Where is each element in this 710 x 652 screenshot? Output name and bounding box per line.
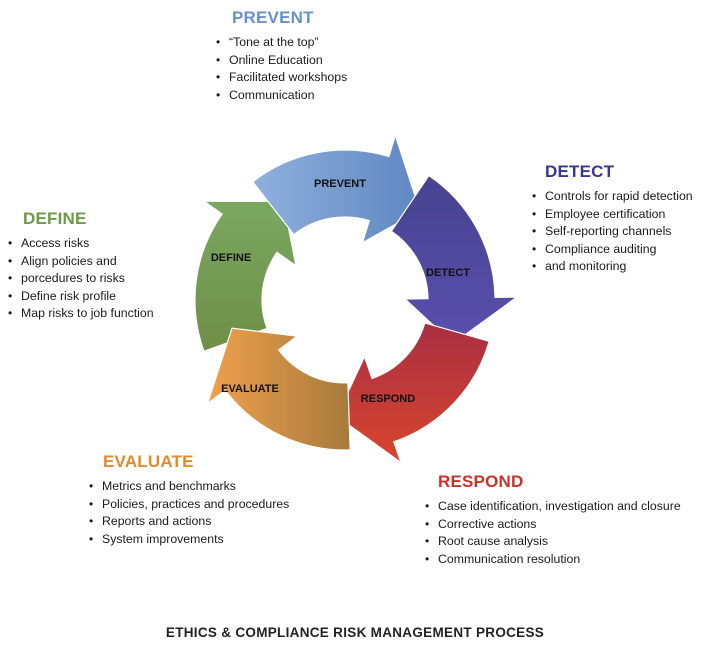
evaluate-item: Metrics and benchmarks — [88, 478, 289, 496]
prevent-item: Communication — [215, 87, 347, 105]
detect-arrow-label: DETECT — [426, 267, 470, 279]
detect-list: Controls for rapid detection Employee ce… — [531, 188, 693, 276]
define-list: Access risks Align policies and porcedur… — [7, 235, 154, 323]
respond-item: Corrective actions — [424, 516, 681, 534]
detect-heading: DETECT — [545, 162, 615, 181]
detect-item: Employee certification — [531, 206, 693, 224]
evaluate-list: Metrics and benchmarks Policies, practic… — [88, 478, 289, 548]
define-arrow — [194, 200, 297, 353]
prevent-arrow — [251, 133, 421, 244]
respond-arrow-label: RESPOND — [361, 393, 415, 405]
respond-section: RESPOND Case identification, investigati… — [424, 472, 681, 568]
prevent-item: “Tone at the top” — [215, 34, 347, 52]
define-arrow-label: DEFINE — [211, 252, 251, 264]
diagram-title: ETHICS & COMPLIANCE RISK MANAGEMENT PROC… — [165, 625, 545, 640]
prevent-list: “Tone at the top” Online Education Facil… — [215, 34, 347, 104]
evaluate-arrow-label: EVALUATE — [221, 383, 279, 395]
detect-item: Compliance auditing — [531, 241, 693, 259]
prevent-arrow-label: PREVENT — [314, 178, 366, 190]
evaluate-arrow — [206, 327, 351, 451]
respond-item: Root cause analysis — [424, 533, 681, 551]
define-item: Access risks — [7, 235, 154, 253]
prevent-heading: PREVENT — [232, 8, 314, 27]
prevent-section: PREVENT “Tone at the top” Online Educati… — [215, 8, 347, 104]
prevent-item: Facilitated workshops — [215, 69, 347, 87]
define-heading: DEFINE — [23, 209, 87, 228]
prevent-item: Online Education — [215, 52, 347, 70]
evaluate-item: Policies, practices and procedures — [88, 496, 289, 514]
detect-section: DETECT Controls for rapid detection Empl… — [531, 162, 693, 276]
define-item: Define risk profile — [7, 288, 154, 306]
respond-arrow — [336, 322, 490, 465]
define-item-continued: porcedures to risks — [7, 270, 154, 288]
evaluate-item: System improvements — [88, 531, 289, 549]
define-item: Map risks to job function — [7, 305, 154, 323]
define-item: Align policies and — [7, 253, 154, 271]
detect-item: Self-reporting channels — [531, 223, 693, 241]
detect-arrow — [390, 174, 519, 345]
evaluate-heading: EVALUATE — [103, 452, 194, 471]
respond-list: Case identification, investigation and c… — [424, 498, 681, 568]
detect-item: Controls for rapid detection — [531, 188, 693, 206]
define-section: DEFINE Access risks Align policies and p… — [7, 209, 154, 323]
detect-item-continued: and monitoring — [531, 258, 693, 276]
respond-item: Case identification, investigation and c… — [424, 498, 681, 516]
respond-heading: RESPOND — [438, 472, 524, 491]
evaluate-section: EVALUATE Metrics and benchmarks Policies… — [88, 452, 289, 548]
respond-item: Communication resolution — [424, 551, 681, 569]
evaluate-item: Reports and actions — [88, 513, 289, 531]
